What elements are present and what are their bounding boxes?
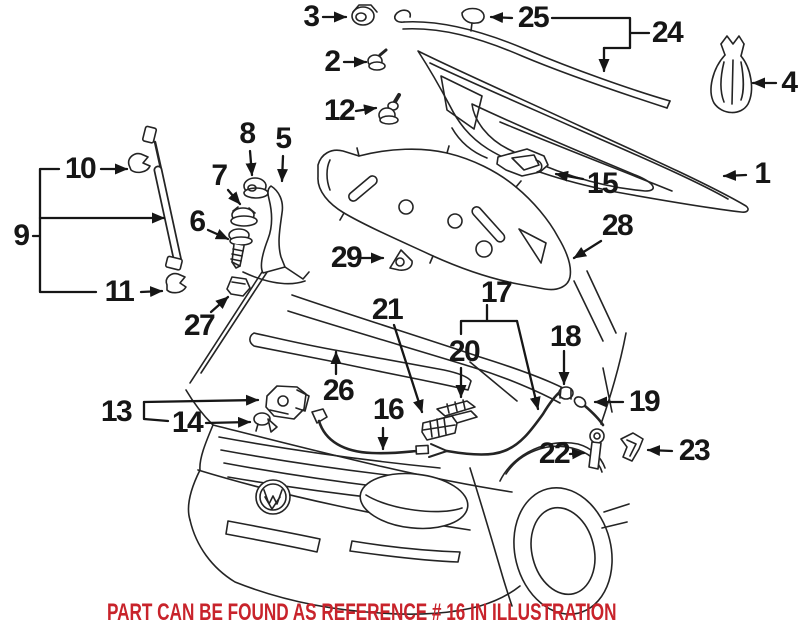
callout-27: 27	[183, 309, 216, 342]
strut-clip-upper	[127, 152, 151, 174]
callout-7: 7	[211, 159, 228, 192]
release-cable	[311, 386, 605, 458]
strut-clip-lower	[165, 272, 187, 294]
hood-striker	[496, 148, 549, 177]
callout-26: 26	[322, 374, 355, 407]
callout-12: 12	[323, 94, 356, 127]
callout-9: 9	[13, 219, 30, 252]
headlight	[359, 472, 469, 530]
callout-28: 28	[601, 209, 634, 242]
push-nut-8	[243, 177, 269, 199]
insulation-pad	[317, 145, 572, 291]
callout-23: 23	[678, 434, 711, 467]
cable-connector-21	[421, 415, 458, 441]
cowl-seal-strip	[249, 332, 472, 391]
callout-13: 13	[100, 395, 133, 428]
callout-4: 4	[781, 66, 798, 99]
callout-18: 18	[549, 320, 582, 353]
callout-25: 25	[517, 1, 550, 34]
hood-bumper-27	[226, 276, 251, 297]
callout-2: 2	[324, 45, 341, 78]
clip-29	[389, 249, 413, 271]
car-body	[185, 262, 630, 615]
bolt-12	[378, 93, 401, 125]
caption-text: PART CAN BE FOUND AS REFERENCE # 16 IN I…	[107, 599, 617, 626]
callout-15: 15	[586, 167, 619, 200]
hood-seal-strip	[394, 9, 671, 109]
callout-17: 17	[480, 276, 513, 309]
bolt-6	[228, 228, 253, 269]
hood-panel	[417, 50, 749, 213]
plug-14	[253, 412, 278, 433]
callout-14: 14	[171, 406, 204, 439]
seal-clip	[461, 7, 485, 32]
hood-latch	[265, 385, 310, 420]
cable-end-18	[558, 386, 574, 400]
callout-11: 11	[104, 275, 135, 308]
callout-29: 29	[330, 241, 363, 274]
hood-hinge	[242, 185, 310, 285]
clip-23	[620, 432, 644, 462]
callout-21: 21	[371, 293, 404, 326]
cap-nut-3	[351, 4, 378, 26]
callout-19: 19	[628, 385, 661, 418]
callout-24: 24	[651, 16, 684, 49]
leader-lines	[31, 11, 778, 460]
flange-nut-7	[230, 206, 258, 227]
release-lever-22	[588, 428, 605, 470]
bolt-2	[367, 48, 388, 71]
callout-6: 6	[189, 205, 206, 238]
callout-5: 5	[275, 122, 292, 155]
callout-3: 3	[303, 0, 320, 33]
callout-20: 20	[448, 335, 481, 368]
callout-22: 22	[538, 437, 571, 470]
vw-emblem	[255, 479, 291, 515]
callout-8: 8	[239, 117, 256, 150]
gas-strut	[141, 125, 183, 271]
callout-16: 16	[372, 393, 405, 426]
callout-10: 10	[64, 152, 97, 185]
grommet-bag	[710, 35, 753, 114]
callout-1: 1	[754, 157, 771, 190]
